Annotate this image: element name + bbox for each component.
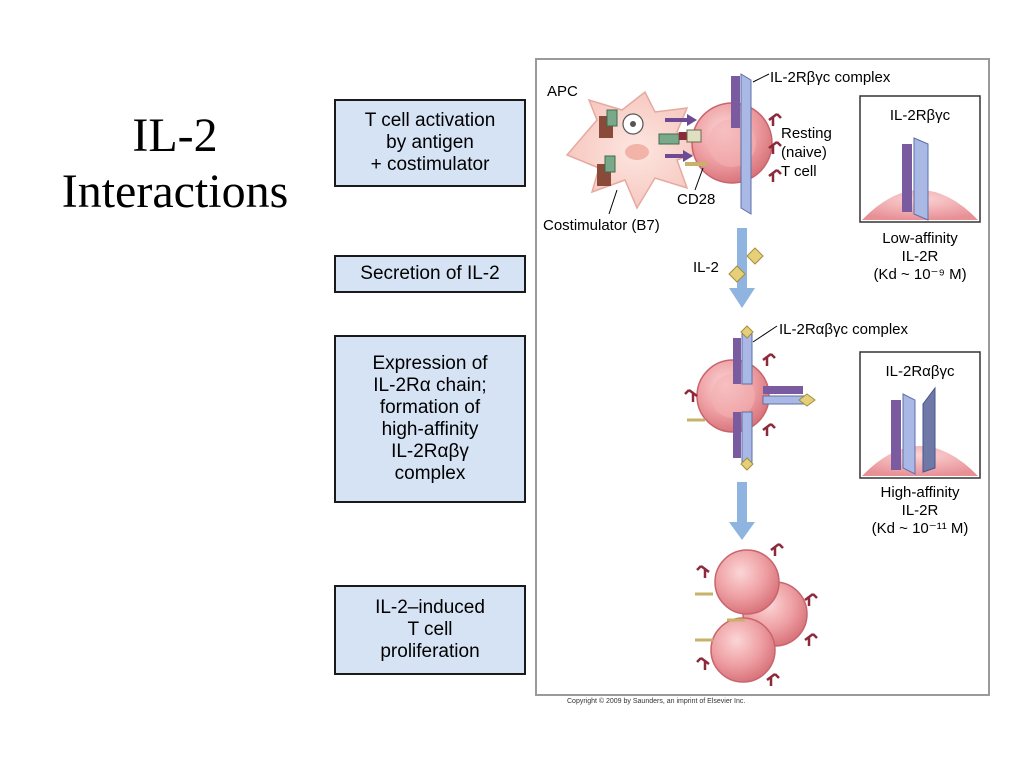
- leader-line: [752, 73, 770, 83]
- step-box-activation: T cell activation by antigen + costimula…: [334, 99, 526, 187]
- high-affinity-caption-2: IL-2R: [902, 502, 939, 519]
- il2-label: IL-2: [693, 259, 719, 276]
- apc-label: APC: [547, 83, 578, 100]
- slide-title: IL-2 Interactions: [20, 108, 330, 220]
- step-text: high-affinity: [381, 419, 479, 440]
- leader-line: [608, 189, 618, 215]
- tcr-marks-resting: [768, 113, 782, 182]
- copyright-notice: Copyright © 2009 by Saunders, an imprint…: [567, 698, 746, 705]
- il2r-gamma-chain-icon: [902, 393, 916, 475]
- il2r-gamma-chain-icon: [913, 137, 929, 221]
- diagram-panel: APC IL-2Rβγc complex Resting: [535, 58, 990, 696]
- resting-label-1: Resting: [781, 125, 832, 142]
- step-text: + costimulator: [370, 154, 490, 175]
- il2r-bgc-receptor: [731, 73, 752, 215]
- proliferating-t-cells: [710, 549, 808, 683]
- tcr-marks-proliferating: [696, 543, 818, 686]
- il2r-abgc-complex-label: IL-2Rαβγc complex: [779, 321, 909, 338]
- leader-line: [694, 167, 704, 191]
- step-text: T cell activation: [364, 110, 496, 131]
- step-box-secretion: Secretion of IL-2: [334, 255, 526, 293]
- high-affinity-caption-3: (Kd ~ 10⁻¹¹ M): [872, 520, 969, 537]
- step-text: Expression of: [372, 353, 488, 374]
- step-text: IL-2Rαβγ: [391, 441, 469, 462]
- high-affinity-caption-1: High-affinity: [881, 484, 960, 501]
- step-text: IL-2–induced: [375, 597, 485, 618]
- il2r-beta-chain-icon: [891, 400, 901, 470]
- leader-line: [752, 325, 778, 343]
- flow-arrow-1: [729, 228, 755, 308]
- signal-arrows: [665, 114, 697, 162]
- low-affinity-caption-3: (Kd ~ 10⁻⁹ M): [873, 266, 966, 283]
- t-cell-nucleus: [711, 374, 755, 418]
- low-affinity-caption-2: IL-2R: [902, 248, 939, 265]
- step-text: T cell: [407, 619, 453, 640]
- mhc-antigen-complex: [597, 109, 680, 186]
- flow-arrow-2: [729, 482, 755, 540]
- low-affinity-caption-1: Low-affinity: [882, 230, 958, 247]
- step-box-proliferation: IL-2–induced T cell proliferation: [334, 585, 526, 675]
- high-affinity-inset-title: IL-2Rαβγc: [886, 363, 955, 380]
- il2r-beta-chain-icon: [902, 144, 912, 212]
- tcr-marks-activated: [684, 353, 776, 436]
- il2r-bgc-complex-label: IL-2Rβγc complex: [770, 69, 891, 86]
- tcr-receptor: [679, 129, 702, 143]
- resting-label-2: (naive): [781, 144, 827, 161]
- step-text: complex: [394, 463, 466, 484]
- step-text: proliferation: [380, 641, 480, 662]
- step-text: by antigen: [386, 132, 474, 153]
- cd28-marks-proliferating: [695, 592, 745, 642]
- step-text: IL-2Rα chain;: [373, 375, 487, 396]
- il2r-alpha-chain-icon: [922, 386, 936, 473]
- step-text: Secretion of IL-2: [360, 263, 500, 284]
- cd28-label: CD28: [677, 191, 715, 208]
- slide-title-line-2: Interactions: [61, 165, 289, 218]
- il2r-abgc-receptors: [733, 325, 816, 471]
- slide-title-line-1: IL-2: [132, 109, 218, 162]
- costimulator-label: Costimulator (B7): [543, 217, 660, 234]
- diagram-svg: APC IL-2Rβγc complex Resting: [543, 69, 981, 686]
- step-text: formation of: [379, 397, 481, 418]
- il2-molecules: [728, 247, 764, 283]
- step-box-expression: Expression of IL-2Rα chain; formation of…: [334, 335, 526, 503]
- resting-label-3: T cell: [781, 163, 817, 180]
- low-affinity-inset-title: IL-2Rβγc: [890, 107, 951, 124]
